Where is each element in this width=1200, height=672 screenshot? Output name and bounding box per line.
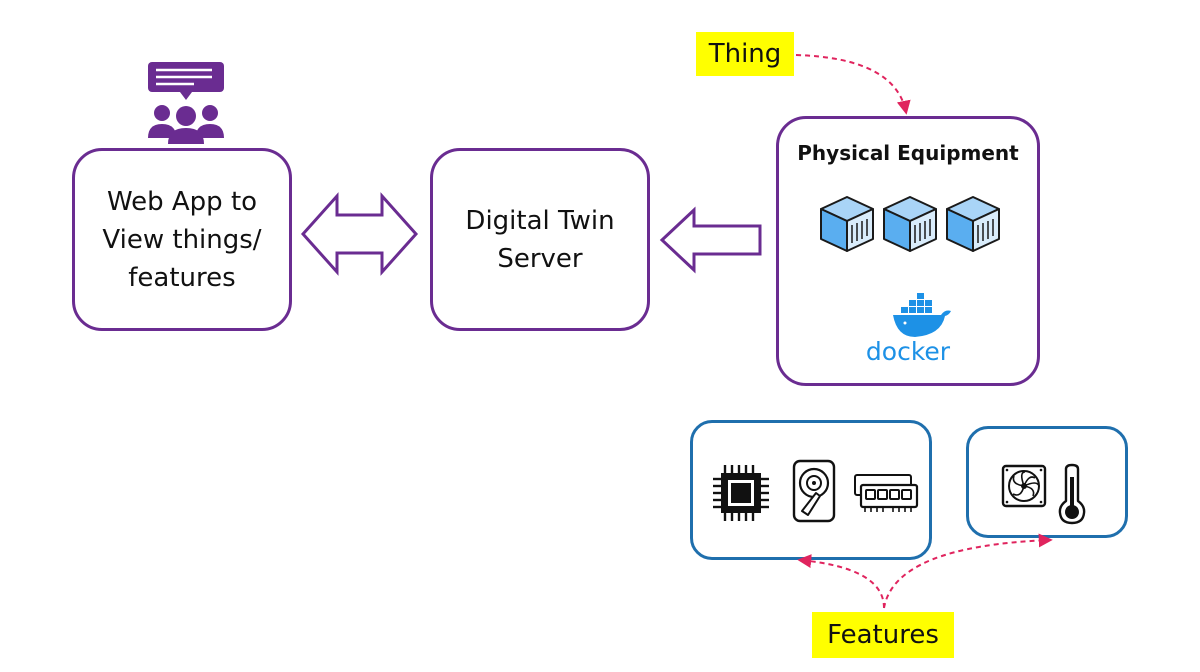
physical-equipment-node: Physical Equipment [776, 116, 1040, 386]
chat-audience-icon [148, 62, 224, 144]
features-tag: Features [812, 612, 954, 658]
data-flow-arrow [659, 206, 762, 274]
bidirectional-arrow [300, 192, 419, 276]
web-app-label-line-3: features [128, 262, 236, 293]
ram-icon [854, 474, 919, 512]
web-app-label-line-2: View things/ [102, 224, 262, 255]
cpu-icon [713, 465, 769, 521]
container-icon [883, 196, 937, 252]
environment-features-box [966, 426, 1128, 538]
hard-drive-icon [792, 459, 836, 523]
server-label-line-1: Digital Twin [465, 205, 615, 236]
fan-icon [1001, 464, 1047, 508]
features-pointer-arrow-left [797, 554, 885, 609]
thing-tag: Thing [696, 32, 794, 76]
docker-whale-icon [893, 293, 951, 337]
digital-twin-server-node: Digital Twin Server [430, 148, 650, 331]
physical-equipment-title: Physical Equipment [797, 141, 1019, 165]
thing-pointer-arrow [795, 54, 911, 115]
container-icon [820, 196, 874, 252]
thermometer-icon [1058, 463, 1086, 525]
web-app-label-line-1: Web App to [106, 186, 258, 217]
web-app-node: Web App to View things/ features [72, 148, 292, 331]
container-icon [946, 196, 1000, 252]
docker-wordmark: docker [865, 337, 951, 366]
hardware-features-box [690, 420, 932, 560]
server-label-line-2: Server [497, 243, 583, 274]
